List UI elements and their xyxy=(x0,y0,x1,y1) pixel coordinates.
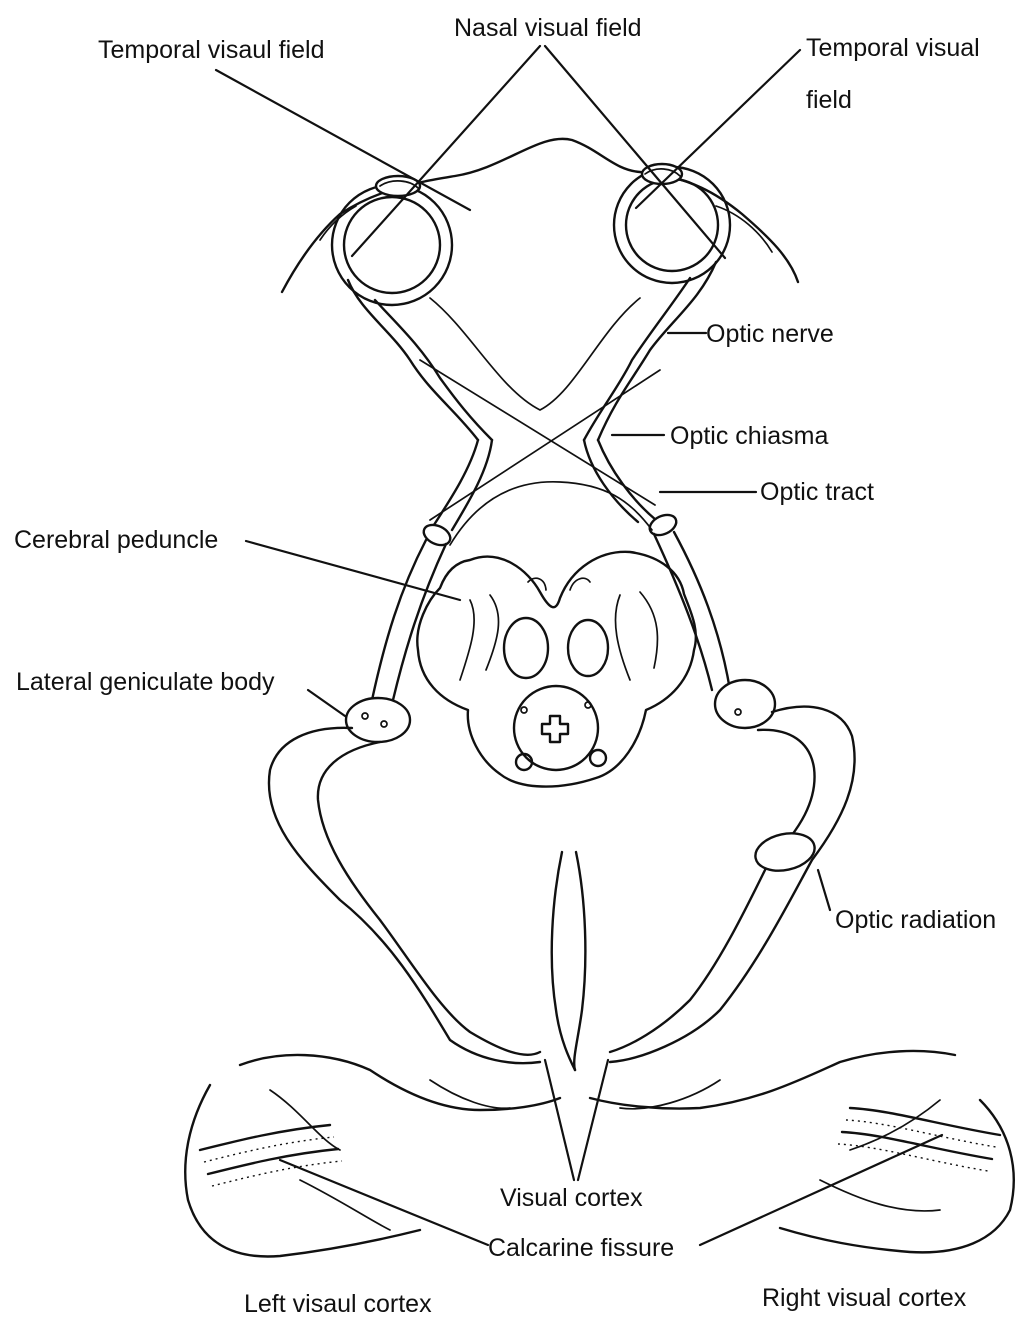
label-cerebral-peduncle: Cerebral peduncle xyxy=(14,526,218,554)
label-lateral-geniculate-body: Lateral geniculate body xyxy=(16,668,275,696)
brow-right xyxy=(716,206,772,252)
optic-nerves xyxy=(348,262,716,440)
label-temporal-visual-field-right-line1: Temporal visual xyxy=(806,34,980,62)
right-eye xyxy=(614,164,730,283)
label-optic-nerve: Optic nerve xyxy=(706,320,834,348)
occipital-outline xyxy=(269,707,855,1070)
visual-field-lines xyxy=(216,46,800,258)
label-temporal-visual-field-right-line2: field xyxy=(806,86,852,114)
head-outline xyxy=(282,139,798,292)
occipital-lobes xyxy=(185,1051,1014,1257)
label-optic-radiation: Optic radiation xyxy=(835,906,996,934)
midbrain-section xyxy=(417,552,696,787)
optic-chiasma xyxy=(420,360,660,530)
label-left-visual-cortex: Left visaul cortex xyxy=(244,1290,432,1318)
label-optic-chiasma: Optic chiasma xyxy=(670,422,828,450)
label-optic-tract: Optic tract xyxy=(760,478,874,506)
label-calcarine-fissure: Calcarine fissure xyxy=(488,1234,674,1262)
label-visual-cortex: Visual cortex xyxy=(500,1184,643,1212)
label-right-visual-cortex: Right visual cortex xyxy=(762,1284,967,1312)
label-nasal-visual-field: Nasal visual field xyxy=(454,14,642,42)
label-temporal-visual-field-left: Temporal visaul field xyxy=(98,36,325,64)
